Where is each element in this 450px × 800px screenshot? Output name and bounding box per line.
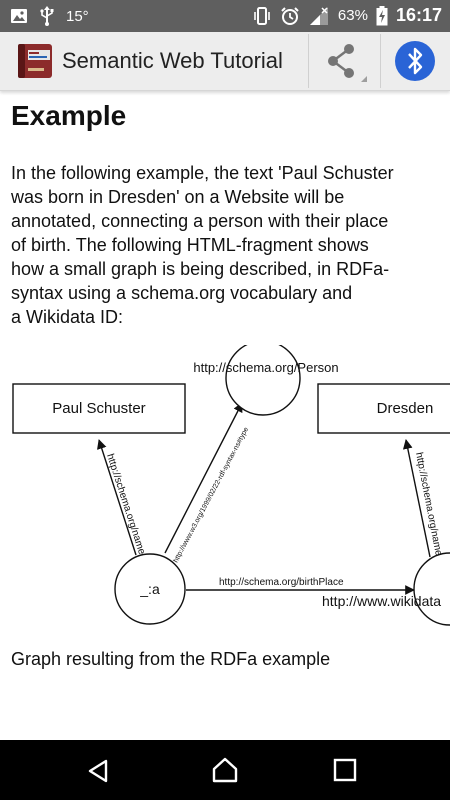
usb-icon xyxy=(40,6,54,26)
bluetooth-icon xyxy=(395,41,435,81)
app-title: Semantic Web Tutorial xyxy=(62,48,283,73)
edge-name-left-line xyxy=(97,439,137,556)
edge-type-label: http://www.w3.org/1999/02/22-rdf-syntax-… xyxy=(173,426,251,564)
clock: 16:17 xyxy=(395,5,442,25)
figure-caption: Graph resulting from the RDFa example xyxy=(11,649,331,669)
section-heading: Example xyxy=(11,100,127,131)
navigation-bar xyxy=(0,740,450,800)
article-content: Example In the following example, the te… xyxy=(0,90,450,740)
battery-charging-icon xyxy=(376,5,388,25)
paragraph-line: a Wikidata ID: xyxy=(11,307,124,327)
node-dresden-label: Dresden xyxy=(377,400,434,417)
node-wikidata-circle xyxy=(413,552,450,626)
paragraph-line: of birth. The following HTML-fragment sh… xyxy=(11,235,369,255)
app-book-icon xyxy=(18,44,52,78)
paragraph-line: annotated, connecting a person with thei… xyxy=(11,211,389,231)
node-paul-schuster-label: Paul Schuster xyxy=(52,400,145,417)
node-paul-schuster-box xyxy=(12,383,186,434)
app-bar: Semantic Web Tutorial xyxy=(0,32,450,91)
rdfa-graph-diagram: Paul Schuster Dresden http://schema.org/… xyxy=(12,345,450,626)
back-icon[interactable] xyxy=(84,756,114,786)
node-wikidata-label: http://www.wikidata xyxy=(322,593,441,609)
paragraph-line: syntax using a schema.org vocabulary and xyxy=(11,283,353,303)
home-icon[interactable] xyxy=(210,755,240,785)
battery-percent: 63% xyxy=(337,7,368,24)
node-dresden-box xyxy=(317,383,450,434)
node-person-type-circle xyxy=(225,345,301,416)
share-button[interactable] xyxy=(308,34,373,88)
paragraph-line: In the following example, the text 'Paul… xyxy=(11,163,394,183)
edge-birthplace-label: http://schema.org/birthPlace xyxy=(219,577,344,588)
recent-apps-icon[interactable] xyxy=(331,756,359,784)
edge-name-left-label: http://schema.org/name xyxy=(104,453,147,557)
node-person-type-label: http://schema.org/Person xyxy=(193,360,338,375)
image-notification-icon xyxy=(11,9,27,23)
paragraph-line: how a small graph is being described, in… xyxy=(11,259,390,279)
edge-name-right-label: http://schema.org/name xyxy=(413,451,444,557)
edge-name-right-line xyxy=(402,439,431,558)
node-blank-label: _:a xyxy=(139,581,160,597)
share-icon xyxy=(328,44,367,82)
article-paragraph: In the following example, the text 'Paul… xyxy=(11,161,441,329)
bluetooth-button[interactable] xyxy=(380,34,450,88)
edge-type-line xyxy=(164,402,243,554)
temperature-text: 15° xyxy=(66,7,89,25)
vibrate-icon xyxy=(254,6,270,25)
node-blank-circle xyxy=(114,553,186,625)
signal-icon xyxy=(309,6,328,25)
status-bar: 15° 63% 16:17 xyxy=(0,0,450,32)
paragraph-line: was born in Dresden' on a Website will b… xyxy=(11,187,345,207)
alarm-icon xyxy=(281,6,299,25)
